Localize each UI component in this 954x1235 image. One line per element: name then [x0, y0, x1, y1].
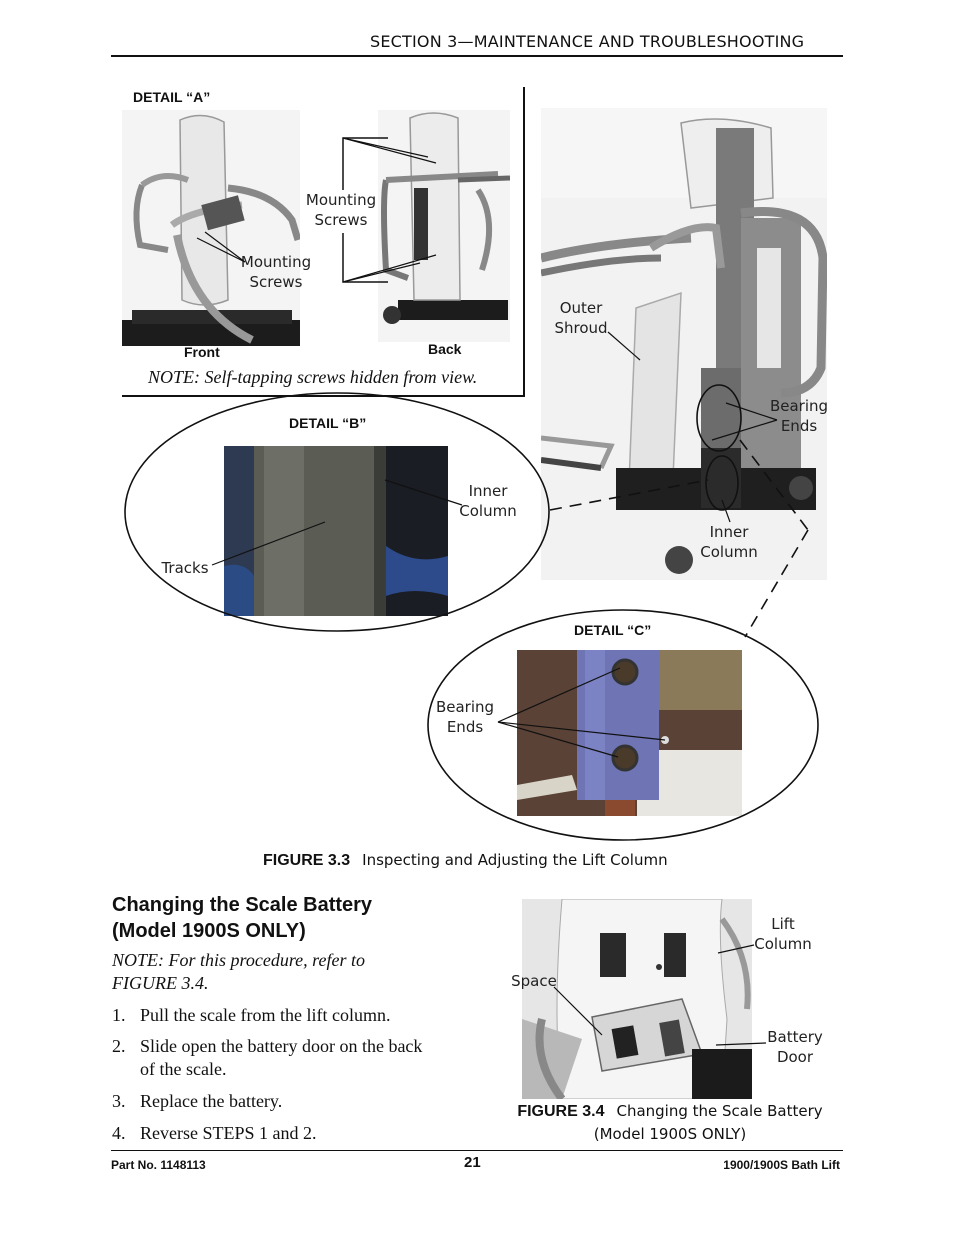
- detail-b-title: DETAIL “B”: [289, 415, 367, 431]
- scale-battery-photo: [522, 899, 752, 1099]
- step-1-text: Pull the scale from the lift column.: [140, 1005, 391, 1025]
- detail-c-bearing-ends-label: Bearing Ends: [435, 698, 495, 736]
- figure-3-4-caption: FIGURE 3.4 Changing the Scale Battery (Mo…: [505, 1100, 835, 1145]
- detail-a-title: DETAIL “A”: [133, 89, 211, 105]
- front-mounting-screws-label: Mounting Screws: [240, 253, 312, 291]
- detail-a-frame-bottom: [122, 395, 525, 397]
- detail-a-note: NOTE: Self-tapping screws hidden from vi…: [148, 367, 478, 387]
- detail-c-photo: [517, 650, 742, 816]
- footer-part-number: Part No. 1148113: [111, 1158, 206, 1172]
- footer-rule: [111, 1150, 843, 1151]
- back-screws-bracket: [342, 137, 437, 283]
- fig34-battery-door-label: Battery Door: [767, 1028, 823, 1066]
- step-4-text: Reverse STEPS 1 and 2.: [140, 1123, 317, 1143]
- outer-shroud-label: Outer Shroud: [554, 299, 608, 337]
- step-3-number: 3.: [112, 1091, 126, 1111]
- footer-product-name: 1900/1900S Bath Lift: [723, 1158, 840, 1172]
- lift-column-main-photo: [541, 108, 827, 580]
- back-mounting-screws-label: Mounting Screws: [305, 191, 377, 229]
- detail-a-frame-right: [523, 87, 525, 397]
- section-note: NOTE: For this procedure, refer to FIGUR…: [112, 949, 365, 995]
- detail-b-inner-column-label: Inner Column: [459, 482, 517, 520]
- detail-c-title: DETAIL “C”: [574, 622, 652, 638]
- section-note-line1: NOTE: For this procedure, refer to: [112, 950, 365, 970]
- step-1-number: 1.: [112, 1005, 126, 1025]
- figure-3-4-text: Changing the Scale Battery: [616, 1102, 823, 1120]
- detail-b-photo: [224, 446, 448, 616]
- step-4: 4. Reverse STEPS 1 and 2.: [112, 1122, 316, 1145]
- figure-3-3-text: Inspecting and Adjusting the Lift Column: [362, 851, 668, 869]
- detail-a-back-photo: [378, 110, 510, 342]
- fig34-pointers: [553, 944, 767, 1046]
- callout-overlay: [124, 331, 819, 841]
- step-4-number: 4.: [112, 1123, 126, 1143]
- step-2-text: Slide open the battery door on the back: [140, 1036, 423, 1056]
- step-2-number: 2.: [112, 1036, 126, 1056]
- header-rule: [111, 55, 843, 57]
- tracks-label: Tracks: [161, 559, 209, 577]
- figure-3-3-label: FIGURE 3.3: [263, 852, 351, 869]
- section-note-line2: FIGURE 3.4.: [112, 973, 209, 993]
- front-screws-pointers: [196, 231, 246, 263]
- figure-3-4-label: FIGURE 3.4: [517, 1103, 605, 1120]
- main-bearing-ends-label: Bearing Ends: [769, 397, 829, 435]
- front-label: Front: [184, 344, 220, 360]
- section-header: SECTION 3—MAINTENANCE AND TROUBLESHOOTIN…: [370, 32, 805, 51]
- section-heading-line1: Changing the Scale Battery: [112, 894, 373, 916]
- step-3: 3. Replace the battery.: [112, 1090, 282, 1113]
- main-inner-column-label: Inner Column: [700, 523, 758, 561]
- detail-a-front-photo: [122, 110, 300, 346]
- fig34-space-label: Space: [511, 972, 557, 990]
- step-2: 2. Slide open the battery door on the bac…: [112, 1035, 422, 1081]
- step-3-text: Replace the battery.: [140, 1091, 283, 1111]
- figure-3-4-text-line2: (Model 1900S ONLY): [593, 1125, 747, 1143]
- step-2-text-continued: of the scale.: [140, 1059, 227, 1079]
- fig34-lift-column-label: Lift Column: [754, 915, 812, 953]
- section-heading: Changing the Scale Battery (Model 1900S …: [112, 892, 372, 944]
- section-heading-line2: (Model 1900S ONLY): [112, 920, 306, 942]
- back-label: Back: [428, 341, 462, 357]
- figure-3-3-caption: FIGURE 3.3 Inspecting and Adjusting the L…: [263, 851, 668, 870]
- step-1: 1. Pull the scale from the lift column.: [112, 1004, 390, 1027]
- footer-page-number: 21: [464, 1154, 481, 1171]
